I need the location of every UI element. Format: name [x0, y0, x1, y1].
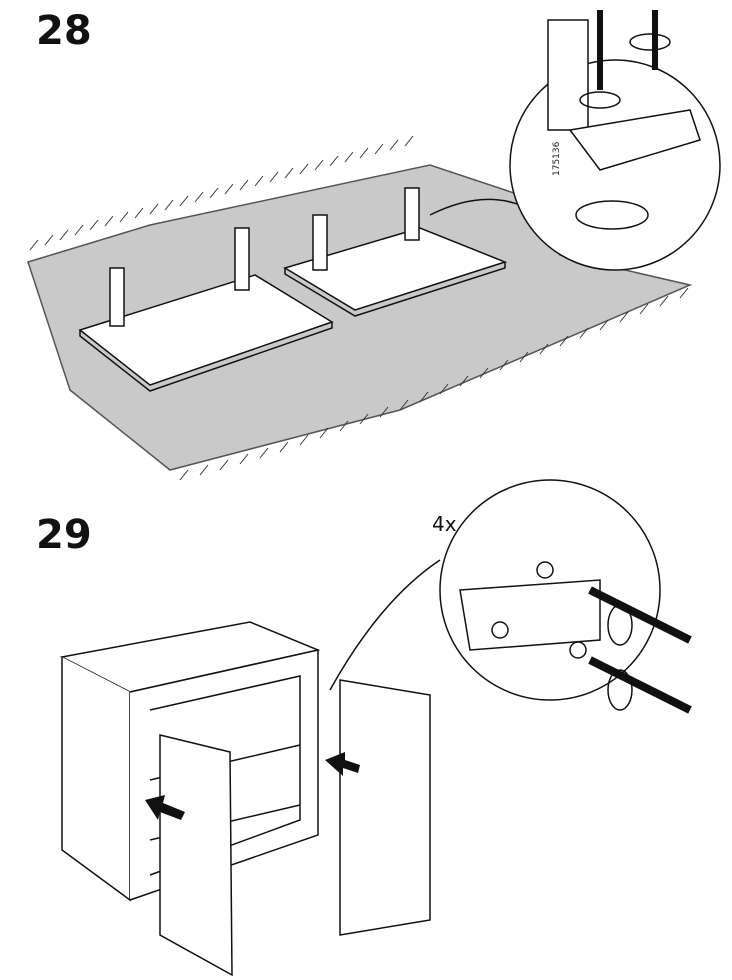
- step-number: 28: [36, 8, 92, 54]
- rotate-arrow-icon: [579, 91, 621, 109]
- arrow-left-icon: [325, 752, 360, 776]
- arrow-right-icon: [145, 795, 185, 820]
- push-arrows: [145, 752, 360, 820]
- detail-magnifier-28: [429, 10, 721, 271]
- rotate-arrow-icon: [607, 669, 633, 711]
- hinges: [109, 187, 420, 327]
- step-number: 29: [36, 512, 92, 558]
- rotate-arrow-icon: [629, 33, 671, 51]
- rotate-arrow-icon: [607, 604, 633, 646]
- door-panel-right: [283, 227, 508, 317]
- part-number: 175136: [552, 141, 562, 176]
- quantity-label: 4x: [432, 512, 457, 536]
- door-panel-left: [78, 274, 334, 392]
- cabinet-door-open: [159, 734, 233, 977]
- detail-magnifier-29: [329, 479, 692, 714]
- cabinet-door-right: [339, 679, 431, 936]
- floor-hatching: [29, 135, 689, 481]
